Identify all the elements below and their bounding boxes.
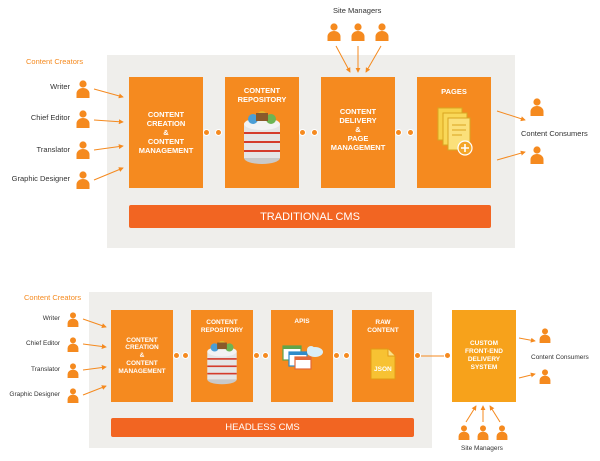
headless-connector-7 xyxy=(414,352,421,359)
headless-creator-translator: Translator xyxy=(30,366,60,373)
traditional-consumers-person-icons xyxy=(530,98,544,164)
headless-connector-6 xyxy=(343,352,350,359)
person-icon xyxy=(539,369,551,384)
headless-creator-chief-editor: Chief Editor xyxy=(26,340,60,347)
headless-content-repository-box: CONTENT REPOSITORY xyxy=(191,310,253,402)
traditional-site-managers-person-icons xyxy=(327,23,389,41)
person-icon xyxy=(67,337,79,352)
traditional-connector-4 xyxy=(311,129,318,136)
traditional-connector-1 xyxy=(203,129,210,136)
headless-content-consumers-label: Content Consumers xyxy=(531,354,589,361)
headless-connector-4 xyxy=(262,352,269,359)
database-icon xyxy=(244,111,280,164)
json-label: JSON xyxy=(374,366,392,373)
traditional-creators-title: Content Creators xyxy=(26,57,84,66)
traditional-creators-person-icons xyxy=(76,80,90,189)
person-icon xyxy=(477,425,489,440)
traditional-cms-bar: TRADITIONAL CMS xyxy=(129,205,491,228)
person-icon xyxy=(327,23,341,41)
json-file-icon xyxy=(370,348,396,380)
headless-creator-writer: Writer xyxy=(42,315,60,322)
headless-connector-8 xyxy=(444,352,451,359)
person-icon xyxy=(76,80,90,98)
traditional-creator-chief-editor: Chief Editor xyxy=(30,113,70,122)
headless-site-managers-person-icons xyxy=(458,425,508,440)
headless-site-managers-label: Site Managers xyxy=(461,445,503,452)
traditional-connector-3 xyxy=(299,129,306,136)
traditional-content-repository-box: CONTENT REPOSITORY xyxy=(225,77,299,188)
person-icon xyxy=(496,425,508,440)
person-icon xyxy=(67,388,79,403)
headless-custom-front-end-box: CUSTOM FRONT-END DELIVERY SYSTEM xyxy=(452,310,516,402)
headless-cms-bar: HEADLESS CMS xyxy=(111,418,414,437)
person-icon xyxy=(530,146,544,164)
traditional-connector-2 xyxy=(215,129,222,136)
headless-connector-3 xyxy=(253,352,260,359)
person-icon xyxy=(67,363,79,378)
person-icon xyxy=(539,328,551,343)
headless-connector-2 xyxy=(182,352,189,359)
headless-content-creation-box: CONTENT CREATION & CONTENT MANAGEMENT xyxy=(111,310,173,402)
headless-connector-5 xyxy=(333,352,340,359)
database-icon xyxy=(207,340,237,384)
api-icon xyxy=(282,345,323,370)
traditional-connector-5 xyxy=(395,129,402,136)
traditional-connector-6 xyxy=(407,129,414,136)
person-icon xyxy=(458,425,470,440)
headless-apis-box: APIs xyxy=(271,310,333,402)
person-icon xyxy=(67,312,79,327)
traditional-pages-box: PAGES xyxy=(417,77,491,188)
traditional-content-delivery-box: CONTENT DELIVERY & PAGE MANAGEMENT xyxy=(321,77,395,188)
pages-icon xyxy=(437,107,473,156)
traditional-creator-graphic-designer: Graphic Designer xyxy=(11,174,70,183)
headless-consumers-person-icons xyxy=(539,328,551,384)
traditional-creator-writer: Writer xyxy=(50,82,70,91)
headless-connector-1 xyxy=(173,352,180,359)
person-icon xyxy=(76,141,90,159)
person-icon xyxy=(76,110,90,128)
headless-creators-title: Content Creators xyxy=(24,293,82,302)
headless-raw-content-box: RAW CONTENT xyxy=(352,310,414,402)
person-icon xyxy=(375,23,389,41)
person-icon xyxy=(76,171,90,189)
traditional-site-managers-label: Site Managers xyxy=(333,6,382,15)
person-icon xyxy=(351,23,365,41)
headless-creators-person-icons xyxy=(67,312,79,403)
person-icon xyxy=(530,98,544,116)
headless-creator-graphic-designer: Graphic Designer xyxy=(9,391,60,398)
traditional-content-consumers-label: Content Consumers xyxy=(521,129,588,138)
traditional-creator-translator: Translator xyxy=(36,145,70,154)
traditional-content-creation-box: CONTENT CREATION & CONTENT MANAGEMENT xyxy=(129,77,203,188)
